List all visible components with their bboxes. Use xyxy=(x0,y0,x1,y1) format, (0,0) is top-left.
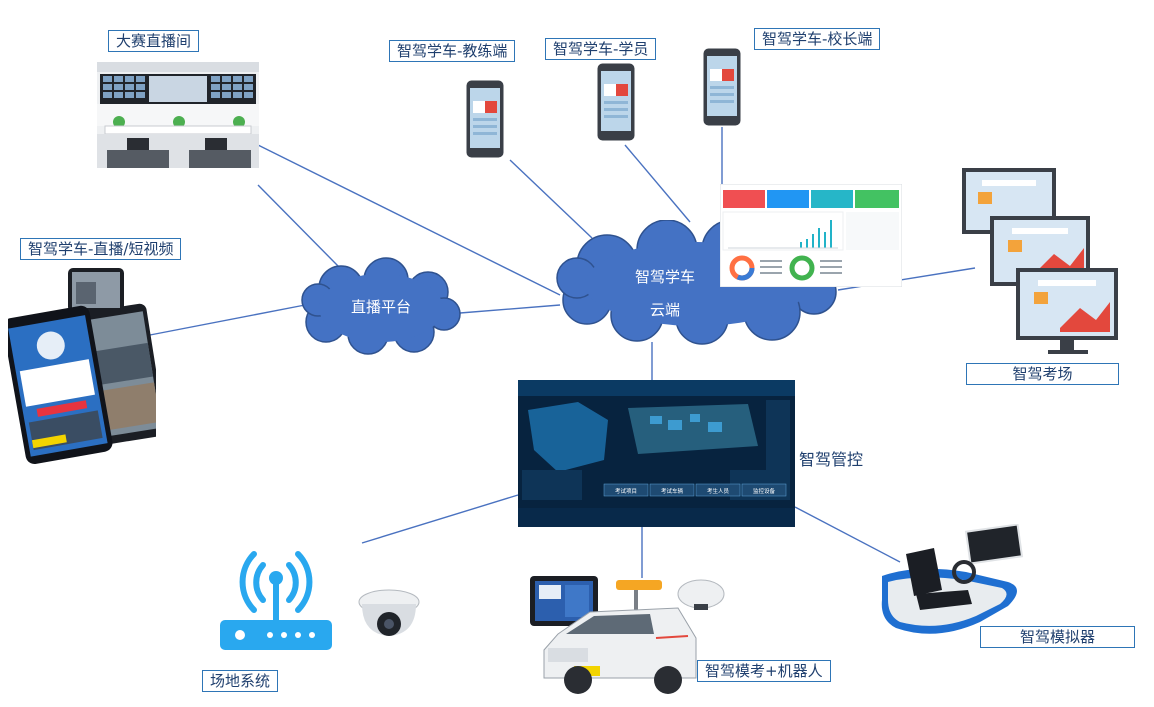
car-icon xyxy=(538,574,698,700)
phone-icon xyxy=(597,63,635,141)
label-simulator: 智驾模拟器 xyxy=(980,626,1135,648)
label-site-system: 场地系统 xyxy=(202,670,278,692)
dashboard-button-label: 考试车辆 xyxy=(661,487,684,495)
label-principal-app: 智驾学车-校长端 xyxy=(754,28,880,50)
gnss-antenna-icon xyxy=(676,576,726,610)
link-liveplatform-cloud xyxy=(460,305,560,313)
monitor-icon xyxy=(958,166,1120,358)
label-coach-app: 智驾学车-教练端 xyxy=(389,40,515,62)
dashboard-button-label: 考试项目 xyxy=(615,487,637,495)
competition-room-photo xyxy=(97,62,259,168)
camera-icon xyxy=(356,586,422,648)
link-phones-liveplatform xyxy=(150,305,305,335)
link-student-cloud xyxy=(625,145,690,222)
label-control: 智驾管控 xyxy=(799,446,863,470)
analytics-dashboard xyxy=(720,184,902,287)
label-exam-site: 智驾考场 xyxy=(966,363,1119,385)
phone-icon xyxy=(466,80,504,158)
phone-icon xyxy=(703,48,741,126)
dashboard-button-label: 考生人员 xyxy=(707,487,730,495)
link-control-site xyxy=(362,495,518,543)
dashboard-button-label: 监控设备 xyxy=(753,487,776,495)
label-competition-room: 大赛直播间 xyxy=(108,30,199,52)
control-screen: 考试项目 考试车辆 考生人员 监控设备 xyxy=(518,380,795,527)
cloud-title: 智驾学车 xyxy=(610,266,720,287)
live-platform-label: 直播平台 xyxy=(296,296,466,317)
label-live-short-video: 智驾学车-直播/短视频 xyxy=(20,238,181,260)
cloud-subtitle: 云端 xyxy=(610,299,720,320)
wifi-router-icon xyxy=(218,540,334,652)
label-exam-robot: 智驾模考+机器人 xyxy=(697,660,831,682)
label-student-app: 智驾学车-学员 xyxy=(545,38,656,60)
live-video-phones xyxy=(8,266,156,464)
